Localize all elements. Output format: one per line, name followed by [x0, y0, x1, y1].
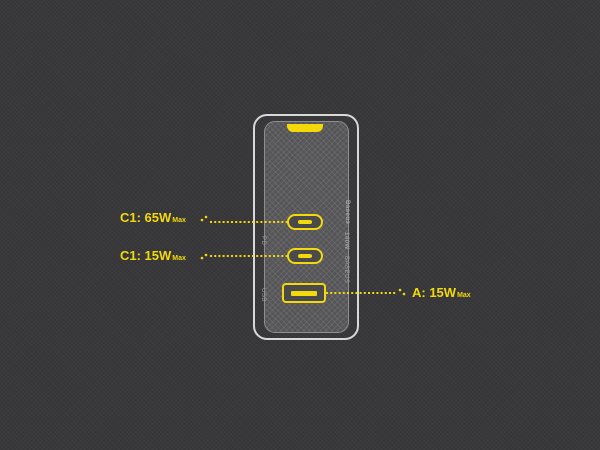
port-a-power-value: A: 15W — [412, 285, 457, 300]
leader-line-c2 — [200, 253, 288, 260]
indicator-led-bar — [287, 124, 323, 132]
port-c1-max-suffix: Max — [172, 217, 186, 224]
leader-line-c1 — [200, 215, 288, 223]
usb-a-port — [282, 283, 326, 303]
usb-a-port-tongue — [291, 291, 317, 296]
port-c2-power-label: C1: 15WMax — [120, 249, 186, 266]
usb-c-port-2 — [287, 248, 323, 264]
usb-c-port-1-tongue — [298, 220, 312, 224]
port-c2-max-suffix: Max — [172, 255, 186, 262]
port-c1-power-value: C1: 65W — [120, 210, 172, 225]
charger-outline — [253, 114, 359, 340]
port-c2-power-value: C1: 15W — [120, 248, 172, 263]
port-a-power-label: A: 15WMax — [412, 286, 471, 303]
usb-c-port-2-tongue — [298, 254, 312, 258]
usb-c-port-1 — [287, 214, 323, 230]
leader-line-a — [326, 288, 406, 296]
port-a-max-suffix: Max — [457, 292, 471, 299]
port-c1-power-label: C1: 65WMax — [120, 211, 186, 228]
